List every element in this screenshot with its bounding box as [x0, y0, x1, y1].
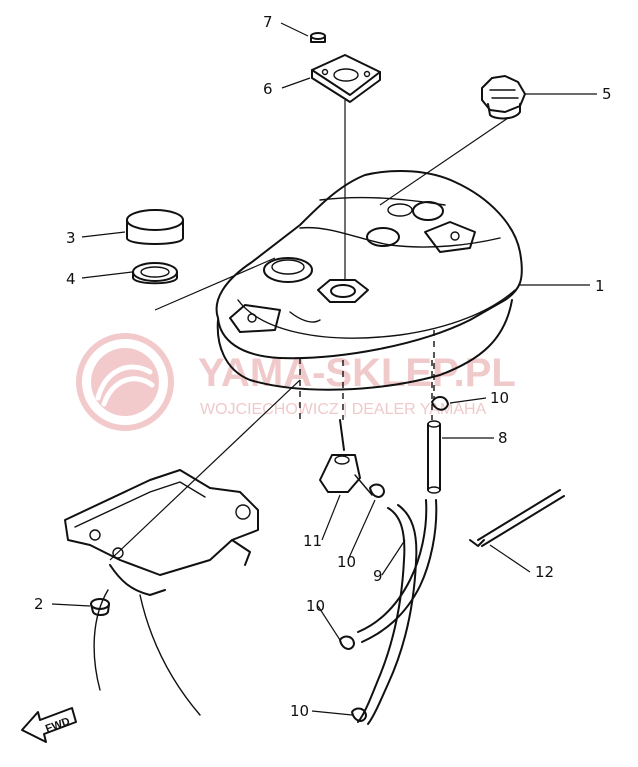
- part-label-9: 9: [373, 567, 383, 585]
- part-label-2: 2: [34, 595, 44, 613]
- part-label-10c: 10: [306, 597, 325, 615]
- part-10-clips-drawing: [339, 396, 449, 722]
- part-label-7: 7: [263, 13, 273, 31]
- part-labels: 7 6 5 3 4 1 10 8 11 10 9 12 2 10 10: [34, 13, 612, 720]
- part-label-5: 5: [602, 85, 612, 103]
- part-label-6: 6: [263, 80, 273, 98]
- assembly-guides: [109, 100, 509, 561]
- part-label-4: 4: [66, 270, 76, 288]
- part-label-10d: 10: [290, 702, 309, 720]
- part-2-damper-drawing: [90, 598, 110, 616]
- part-label-1: 1: [595, 277, 605, 295]
- part-label-10b: 10: [337, 553, 356, 571]
- part-label-11: 11: [303, 532, 322, 550]
- part-8-hose-drawing: [427, 420, 441, 494]
- part-3-cap-drawing: [126, 209, 184, 245]
- fwd-label: FWD: [44, 715, 72, 735]
- tank-mount-frame: [64, 469, 259, 716]
- label-leaders: [51, 22, 597, 716]
- part-5-fuel-cap-drawing: [481, 75, 526, 120]
- part-label-12: 12: [535, 563, 554, 581]
- part-label-10a: 10: [490, 389, 509, 407]
- part-12-band-drawing: [469, 489, 565, 547]
- part-9-hose-drawing: [357, 499, 438, 725]
- watermark: YAMA-SKLEP.PL WOJCIECHOWICZ | DEALER YAM…: [76, 333, 516, 431]
- watermark-brand: YAMA-SKLEP.PL: [198, 351, 516, 395]
- part-label-3: 3: [66, 229, 76, 247]
- forward-direction-marker: FWD: [21, 707, 77, 743]
- part-7-screw-drawing: [310, 32, 326, 43]
- part-label-8: 8: [498, 429, 508, 447]
- part-4-gasket-drawing: [132, 262, 178, 285]
- fuel-tank-drawing: [215, 169, 523, 391]
- part-11-fuel-cock-drawing: [319, 419, 373, 496]
- part-6-gauge-plate-drawing: [311, 54, 381, 103]
- watermark-logo: [76, 333, 174, 431]
